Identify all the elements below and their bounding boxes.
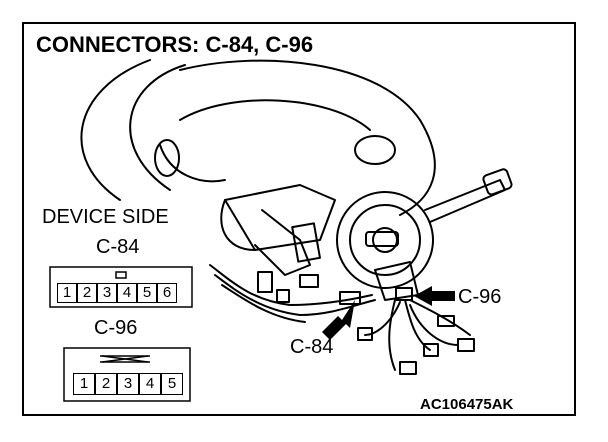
column-shaft [254, 209, 311, 276]
figure-code: AC106475AK [420, 396, 514, 413]
harness-connector [357, 327, 373, 341]
device-side-label: DEVICE SIDE [42, 206, 169, 228]
c96-pin: 1 [73, 373, 95, 395]
clock-spring-inner [349, 204, 421, 276]
diagram-frame [22, 22, 576, 416]
c84-pin: 3 [97, 283, 117, 303]
harness-connector [299, 274, 319, 288]
dash-outline [129, 64, 186, 191]
c96-connector-label: C-96 [94, 317, 138, 339]
c96-connector-body [63, 347, 191, 402]
dash-outline [80, 59, 151, 201]
harness-wire [364, 301, 401, 336]
column-block [291, 222, 321, 263]
diagram-title: CONNECTORS: C-84, C-96 [36, 32, 314, 57]
column-cover [224, 184, 336, 251]
clock-spring-bracket [365, 231, 399, 247]
harness-connector [423, 343, 439, 357]
c84-pin-row: 1 2 3 4 5 6 [57, 283, 177, 303]
c96-pin-row: 1 2 3 4 5 [73, 373, 183, 395]
c84-pin: 1 [57, 283, 77, 303]
c96-latch-cross [101, 355, 149, 363]
wheel-rim [179, 59, 421, 121]
c84-pin: 6 [157, 283, 177, 303]
c96-pin: 5 [161, 373, 183, 395]
wheel-hub-hole [154, 139, 180, 177]
wheel-inner [179, 99, 371, 131]
harness-wire [388, 299, 396, 371]
harness-wire [404, 299, 431, 351]
c84-connector-latch [115, 271, 127, 279]
c84-pin: 5 [137, 283, 157, 303]
combination-switch-lever [424, 179, 506, 223]
c84-pin: 4 [117, 283, 137, 303]
harness-connector [339, 291, 361, 305]
harness-connector [457, 338, 475, 352]
harness-wire [214, 274, 376, 316]
c96-pin: 4 [139, 373, 161, 395]
harness-wire [409, 304, 459, 346]
c84-connector-label: C-84 [96, 236, 140, 258]
c84-connector-body [49, 266, 193, 308]
lever-knob [482, 168, 513, 196]
harness-connector [399, 361, 417, 375]
c96-arrow [414, 286, 455, 306]
harness-connector [437, 315, 455, 327]
harness-wire [221, 284, 306, 323]
clock-spring-outer [336, 191, 434, 289]
wheel-hub-hole [354, 135, 396, 165]
c96-callout-label: C-96 [458, 286, 502, 308]
harness-connector [395, 287, 413, 301]
c84-pin: 2 [77, 283, 97, 303]
harness-connector [257, 271, 273, 293]
c84-callout-label: C-84 [290, 336, 334, 358]
column-cover [220, 199, 256, 251]
c84-arrow [322, 300, 355, 340]
c96-pin: 3 [117, 373, 139, 395]
c96-pin: 2 [95, 373, 117, 395]
wheel-inner [159, 144, 226, 183]
harness-wire [209, 264, 373, 306]
harness-connector [276, 289, 290, 303]
wheel-rim [399, 119, 436, 216]
